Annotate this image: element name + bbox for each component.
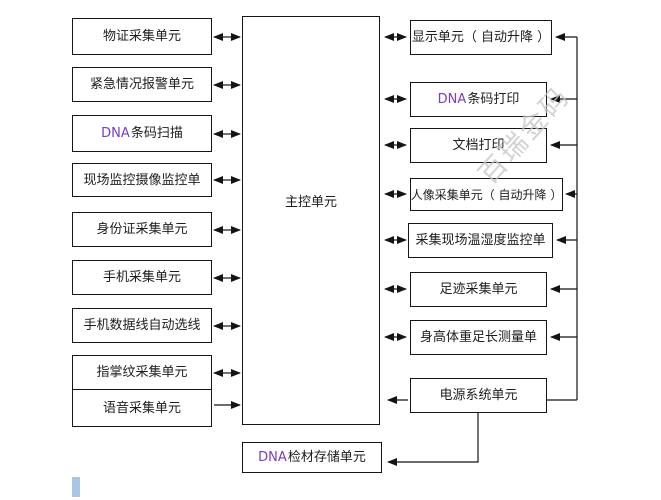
node-label: 主控单元 [284, 195, 337, 211]
node-physical-evidence-unit: 物证采集单元 [72, 18, 212, 55]
node-document-print-unit: 文档打印 [410, 128, 547, 163]
scrollbar-fragment [72, 477, 80, 497]
node-label: 条码打印 [467, 92, 520, 107]
node-label: 足迹采集单元 [439, 282, 518, 297]
right-double-arrows [384, 33, 408, 404]
node-main-control-unit: 主控单元 [242, 16, 380, 425]
node-mobile-phone-unit: 手机采集单元 [72, 260, 212, 295]
node-temp-humidity-monitor-unit: 采集现场温湿度监控单 [408, 223, 553, 258]
node-portrait-capture-unit: 人像采集单元（ 自动升降 ） [410, 178, 563, 211]
node-label: 电源系统单元 [439, 388, 518, 403]
node-footprint-unit: 足迹采集单元 [410, 272, 547, 307]
node-dna-sample-storage-unit: DNA 检材存储单元 [242, 442, 382, 473]
node-label: 身份证采集单元 [96, 222, 188, 237]
node-fingerprint-palmprint-unit: 指掌纹采集单元 [72, 355, 212, 390]
node-label: 物证采集单元 [102, 29, 181, 44]
node-label: 显示单元（ 自动升降 ） [411, 30, 551, 45]
node-emergency-alarm-unit: 紧急情况报警单元 [72, 67, 212, 102]
node-voice-collection-unit: 语音采集单元 [72, 390, 212, 427]
node-label: 指掌纹采集单元 [96, 365, 188, 380]
node-power-system-unit: 电源系统单元 [410, 378, 547, 413]
node-id-card-unit: 身份证采集单元 [72, 212, 212, 247]
node-label: 手机数据线自动选线 [83, 318, 201, 333]
node-label: 身高体重足长测量单 [419, 330, 537, 345]
node-display-unit: 显示单元（ 自动升降 ） [410, 20, 552, 55]
node-label-prefix: DNA [101, 126, 130, 141]
node-label: 语音采集单元 [102, 400, 181, 416]
node-label: 采集现场温湿度监控单 [415, 233, 546, 248]
node-phone-cable-selector-unit: 手机数据线自动选线 [72, 308, 212, 343]
node-label: 手机采集单元 [102, 270, 181, 285]
node-label-prefix: DNA [258, 450, 287, 465]
node-label: 文档打印 [452, 138, 505, 153]
node-site-camera-monitor-unit: 现场监控摄像监控单 [72, 163, 212, 197]
node-label: 检材存储单元 [287, 450, 366, 465]
node-label: 人像采集单元（ 自动升降 ） [410, 187, 563, 202]
node-dna-barcode-scan-unit: DNA 条码扫描 [72, 115, 212, 152]
node-label: 条码扫描 [130, 126, 183, 141]
node-body-measurement-unit: 身高体重足长测量单 [410, 320, 547, 355]
node-label: 现场监控摄像监控单 [83, 172, 201, 188]
node-label: 紧急情况报警单元 [89, 77, 194, 92]
node-label-prefix: DNA [437, 92, 467, 107]
node-dna-barcode-print-unit: DNA 条码打印 [410, 82, 547, 117]
left-double-arrows [213, 33, 241, 409]
